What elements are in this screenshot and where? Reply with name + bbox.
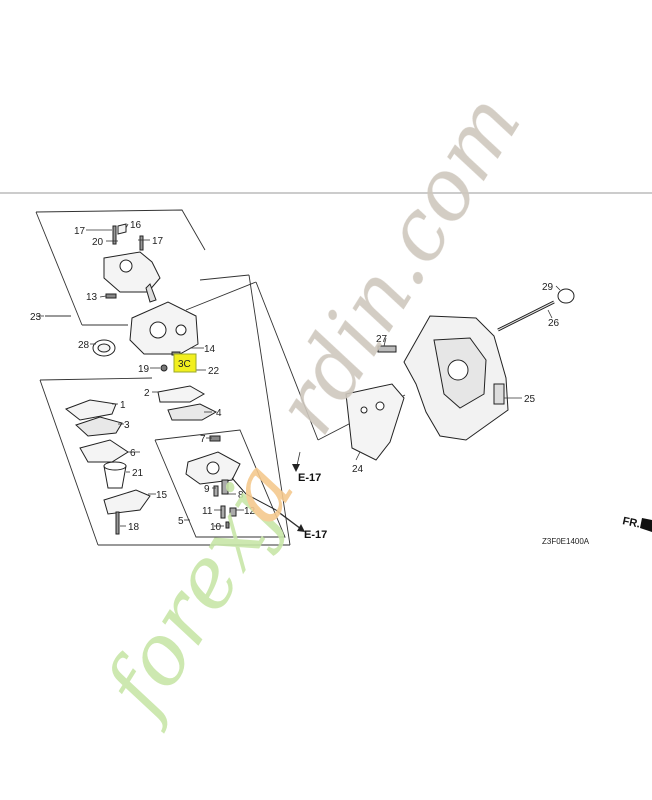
highlight-box [173, 353, 197, 373]
callout-13: 13 [86, 292, 98, 303]
bolt-27 [377, 345, 397, 353]
callout-7: 7 [200, 434, 206, 445]
front-marker: FR. [621, 515, 652, 532]
callout-1: 1 [120, 400, 126, 411]
callout-12: 12 [244, 506, 256, 517]
callout-3: 3 [124, 420, 130, 431]
callout-9: 9 [204, 484, 210, 495]
e17-arrow-upper [292, 464, 300, 472]
callout-17-right: 17 [152, 236, 164, 247]
callout-19: 19 [138, 364, 150, 375]
callout-22: 22 [208, 366, 220, 377]
callout-25: 25 [524, 394, 536, 405]
callout-10: 10 [210, 522, 222, 533]
reference-e17-lower: E-17 [304, 529, 327, 541]
callout-28: 28 [78, 340, 90, 351]
callout-23: 23 [30, 312, 42, 323]
callout-labels: 17 16 20 17 13 23 28 14 19 22 2 1 4 3 7 … [30, 220, 560, 533]
callout-26: 26 [548, 318, 560, 329]
callout-2: 2 [144, 388, 150, 399]
e17-arrow-lower [297, 524, 305, 532]
callout-20: 20 [92, 237, 104, 248]
callout-11: 11 [202, 506, 213, 517]
callout-17-top: 17 [74, 226, 86, 237]
callout-5: 5 [178, 516, 184, 527]
callout-24: 24 [352, 464, 364, 475]
callout-8: 8 [238, 490, 244, 501]
intake-housing [403, 315, 509, 441]
callout-14: 14 [204, 344, 216, 355]
callout-6: 6 [130, 448, 136, 459]
carburetor-parts [64, 223, 301, 535]
callout-15: 15 [156, 490, 168, 501]
callout-27: 27 [376, 334, 388, 345]
highlight-label: 3C [178, 359, 191, 370]
reference-e17-upper: E-17 [298, 472, 321, 484]
svg-text:FR.: FR. [621, 515, 641, 530]
insulator-gasket [345, 383, 405, 461]
callout-4: 4 [216, 408, 222, 419]
drawing-code: Z3F0E1400A [542, 537, 590, 546]
callout-18: 18 [128, 522, 140, 533]
callout-21: 21 [132, 468, 144, 479]
callout-29: 29 [542, 282, 554, 293]
callout-16: 16 [130, 220, 142, 231]
washer [557, 288, 575, 304]
leader-lines [36, 223, 561, 531]
